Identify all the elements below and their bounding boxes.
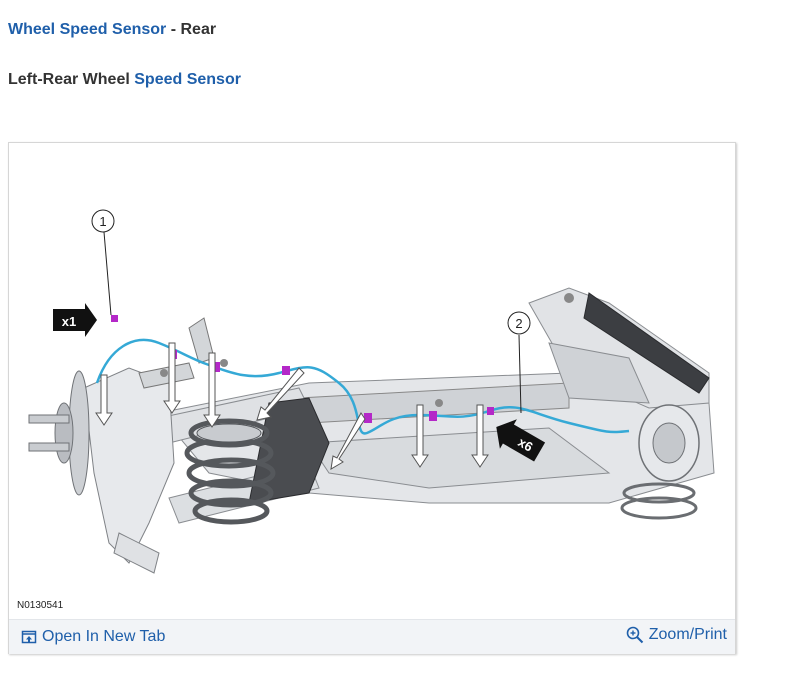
speed-sensor-harness [95, 338, 630, 435]
svg-text:1: 1 [99, 214, 106, 229]
figure-id: N0130541 [17, 600, 64, 611]
zoom-in-icon [626, 626, 644, 644]
wheel-speed-sensor-link[interactable]: Wheel Speed Sensor [8, 21, 167, 38]
open-in-new-tab-label: Open In New Tab [42, 628, 166, 645]
speed-sensor-link[interactable]: Speed Sensor [134, 71, 241, 88]
svg-text:2: 2 [515, 316, 522, 331]
page-title: Wheel Speed Sensor - Rear [8, 21, 216, 39]
svg-text:x6: x6 [515, 434, 535, 454]
open-in-new-tab-button[interactable]: Open In New Tab [21, 628, 165, 646]
title-suffix: - Rear [166, 21, 217, 38]
zoom-print-button[interactable]: Zoom/Print [626, 626, 727, 644]
svg-text:x1: x1 [62, 314, 76, 329]
pointer-arrows [95, 342, 489, 470]
section-subtitle: Left-Rear Wheel Speed Sensor [8, 71, 241, 89]
quantity-badge-x6: x6 [496, 419, 546, 462]
service-illustration-figure: 1 2 x1 x6 N0130541 Open [8, 142, 736, 654]
quantity-badge-x1: x1 [53, 303, 97, 337]
callout-1: 1 [91, 209, 115, 233]
figure-toolbar: Open In New Tab Zoom/Print [9, 619, 735, 654]
callout-2: 2 [507, 311, 531, 335]
open-new-tab-icon [21, 629, 37, 645]
subtitle-prefix: Left-Rear Wheel [8, 71, 135, 88]
rear-suspension-illustration: 1 2 x1 x6 [28, 209, 715, 574]
zoom-print-label: Zoom/Print [648, 626, 727, 643]
